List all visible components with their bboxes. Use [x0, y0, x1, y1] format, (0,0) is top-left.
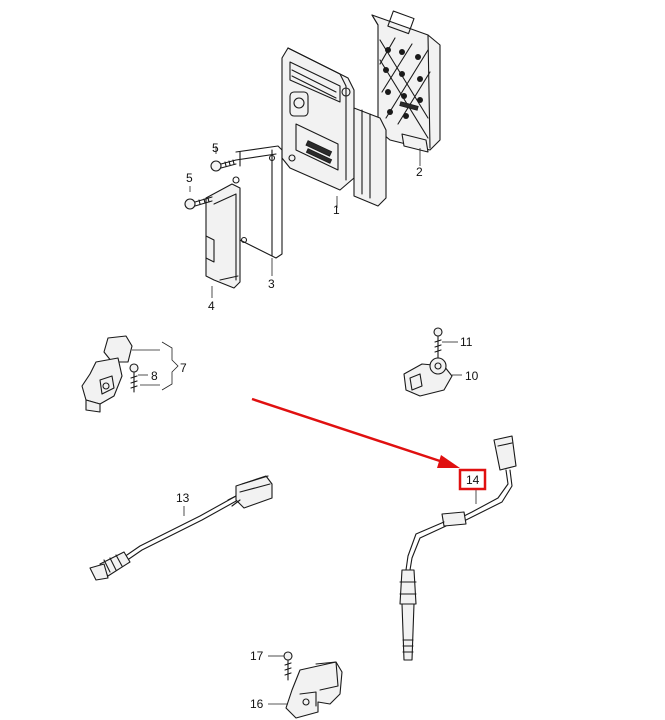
label-part-8[interactable]: 8 — [151, 369, 158, 383]
bracket-7 — [161, 341, 179, 391]
label-part-7[interactable]: 7 — [180, 361, 187, 375]
highlight-arrow — [251, 397, 460, 468]
part-5-screw-upper — [210, 159, 237, 172]
label-part-5-upper[interactable]: 5 — [212, 141, 219, 155]
part-3-bracket — [235, 145, 283, 259]
leader-lines — [132, 146, 477, 705]
part-8-screw — [129, 363, 139, 393]
diagram-background — [68, 0, 665, 720]
label-part-2[interactable]: 2 — [416, 165, 423, 179]
label-part-5-lower[interactable]: 5 — [186, 171, 193, 185]
part-14-exhaust-temp-sensor — [399, 435, 517, 661]
label-part-11[interactable]: 11 — [460, 335, 473, 349]
label-part-14[interactable]: 14 — [466, 473, 480, 487]
label-part-4[interactable]: 4 — [208, 299, 215, 313]
part-7-speed-sensor — [81, 335, 133, 413]
part-13-oxygen-sensor — [89, 475, 273, 581]
part-17-screw — [283, 651, 293, 681]
label-part-1[interactable]: 1 — [333, 203, 340, 217]
part-4-mounting-bracket — [205, 176, 241, 289]
part-16-pressure-sensor — [285, 661, 343, 719]
label-part-16[interactable]: 16 — [250, 697, 264, 711]
leader-7 — [132, 349, 160, 386]
label-part-10[interactable]: 10 — [465, 369, 479, 383]
part-5-screw-lower — [184, 196, 213, 210]
part-10-knock-sensor — [403, 357, 453, 397]
part-labels: 1 2 3 4 5 5 7 8 10 11 13 14 16 17 — [151, 141, 480, 711]
part-1-ecu — [281, 47, 387, 207]
label-part-13[interactable]: 13 — [176, 491, 190, 505]
label-part-17[interactable]: 17 — [250, 649, 264, 663]
part-11-bolt — [433, 327, 443, 359]
highlight-box-part-14 — [458, 468, 487, 491]
part-2-bracket-plate — [371, 10, 441, 153]
label-part-3[interactable]: 3 — [268, 277, 275, 291]
